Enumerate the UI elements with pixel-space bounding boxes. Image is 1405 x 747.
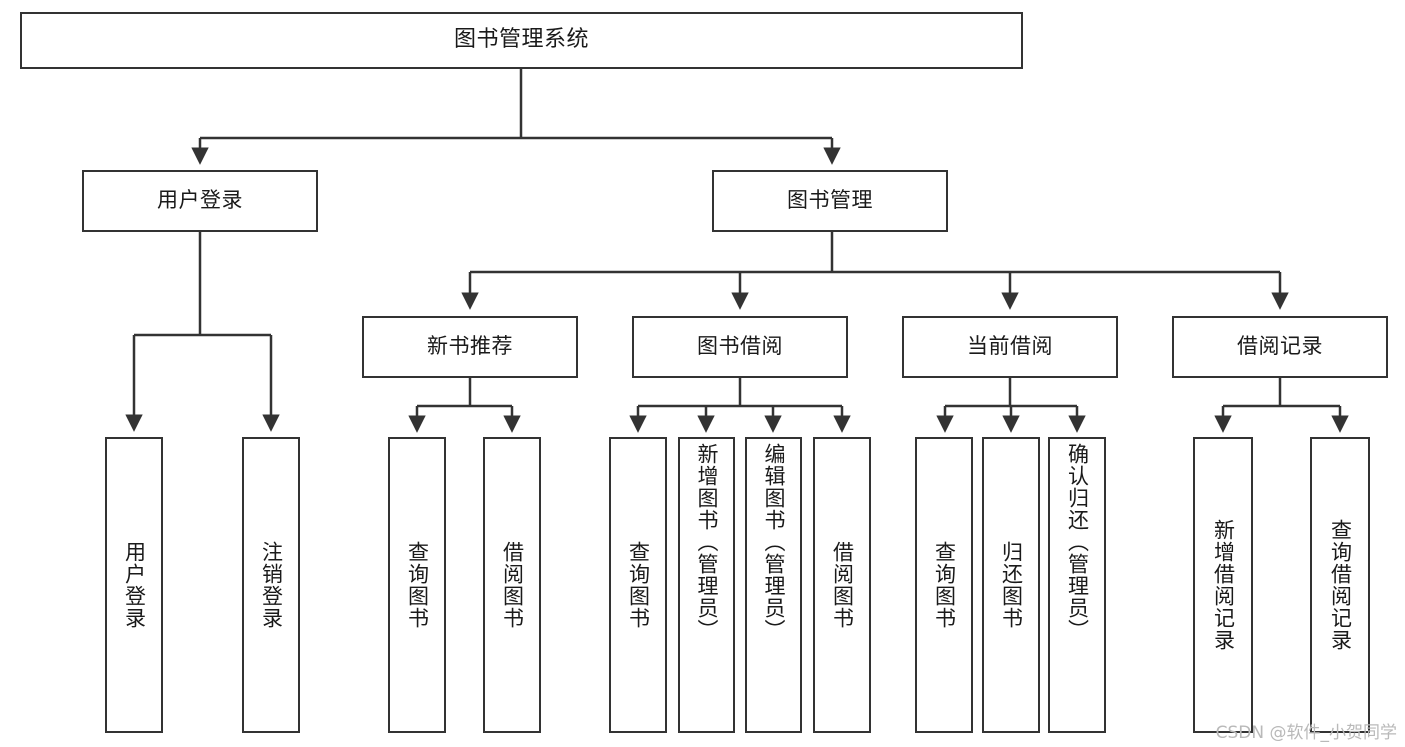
leaf-book-borrow-borrow[interactable]: 借阅图书 — [813, 437, 871, 733]
leaf-new-book-borrow[interactable]: 借阅图书 — [483, 437, 541, 733]
node-label: 注销登录 — [259, 541, 284, 629]
leaf-borrow-record-query[interactable]: 查询借阅记录 — [1310, 437, 1370, 733]
node-label: 图书管理系统 — [453, 27, 589, 53]
node-label: 查询借阅记录 — [1328, 519, 1353, 651]
leaf-current-borrow-return[interactable]: 归还图书 — [982, 437, 1040, 733]
leaf-new-book-query[interactable]: 查询图书 — [388, 437, 446, 733]
node-label: 查询图书 — [626, 541, 651, 629]
leaf-user-login-logout[interactable]: 注销登录 — [242, 437, 300, 733]
leaf-borrow-record-add[interactable]: 新增借阅记录 — [1193, 437, 1253, 733]
node-book-management[interactable]: 图书管理 — [712, 170, 948, 232]
node-label: 查询图书 — [932, 541, 957, 629]
node-label: 新增借阅记录 — [1211, 519, 1236, 651]
node-label: 查询图书 — [405, 541, 430, 629]
leaf-book-borrow-add-admin[interactable]: 新增图书（管理员） — [678, 437, 735, 733]
node-label: 借阅记录 — [1237, 334, 1323, 359]
node-label: 图书借阅 — [697, 334, 783, 359]
leaf-book-borrow-query[interactable]: 查询图书 — [609, 437, 667, 733]
node-root-book-management-system[interactable]: 图书管理系统 — [20, 12, 1023, 69]
node-book-borrow[interactable]: 图书借阅 — [632, 316, 848, 378]
node-label: 用户登录 — [122, 541, 147, 629]
node-label: 确认归还（管理员） — [1065, 443, 1090, 641]
node-label: 借阅图书 — [500, 541, 525, 629]
node-user-login[interactable]: 用户登录 — [82, 170, 318, 232]
leaf-user-login-login[interactable]: 用户登录 — [105, 437, 163, 733]
node-borrow-record[interactable]: 借阅记录 — [1172, 316, 1388, 378]
leaf-current-borrow-confirm-admin[interactable]: 确认归还（管理员） — [1048, 437, 1106, 733]
node-label: 图书管理 — [787, 188, 873, 213]
node-label: 新书推荐 — [427, 334, 513, 359]
node-label: 归还图书 — [999, 541, 1024, 629]
node-label: 新增图书（管理员） — [694, 443, 719, 641]
leaf-current-borrow-query[interactable]: 查询图书 — [915, 437, 973, 733]
watermark-text: CSDN @软件_小贺同学 — [1215, 723, 1397, 743]
node-label: 用户登录 — [157, 188, 243, 213]
node-current-borrow[interactable]: 当前借阅 — [902, 316, 1118, 378]
node-label: 当前借阅 — [967, 334, 1053, 359]
leaf-book-borrow-edit-admin[interactable]: 编辑图书（管理员） — [745, 437, 802, 733]
node-label: 编辑图书（管理员） — [761, 443, 786, 641]
node-label: 借阅图书 — [830, 541, 855, 629]
node-new-book-recommend[interactable]: 新书推荐 — [362, 316, 578, 378]
